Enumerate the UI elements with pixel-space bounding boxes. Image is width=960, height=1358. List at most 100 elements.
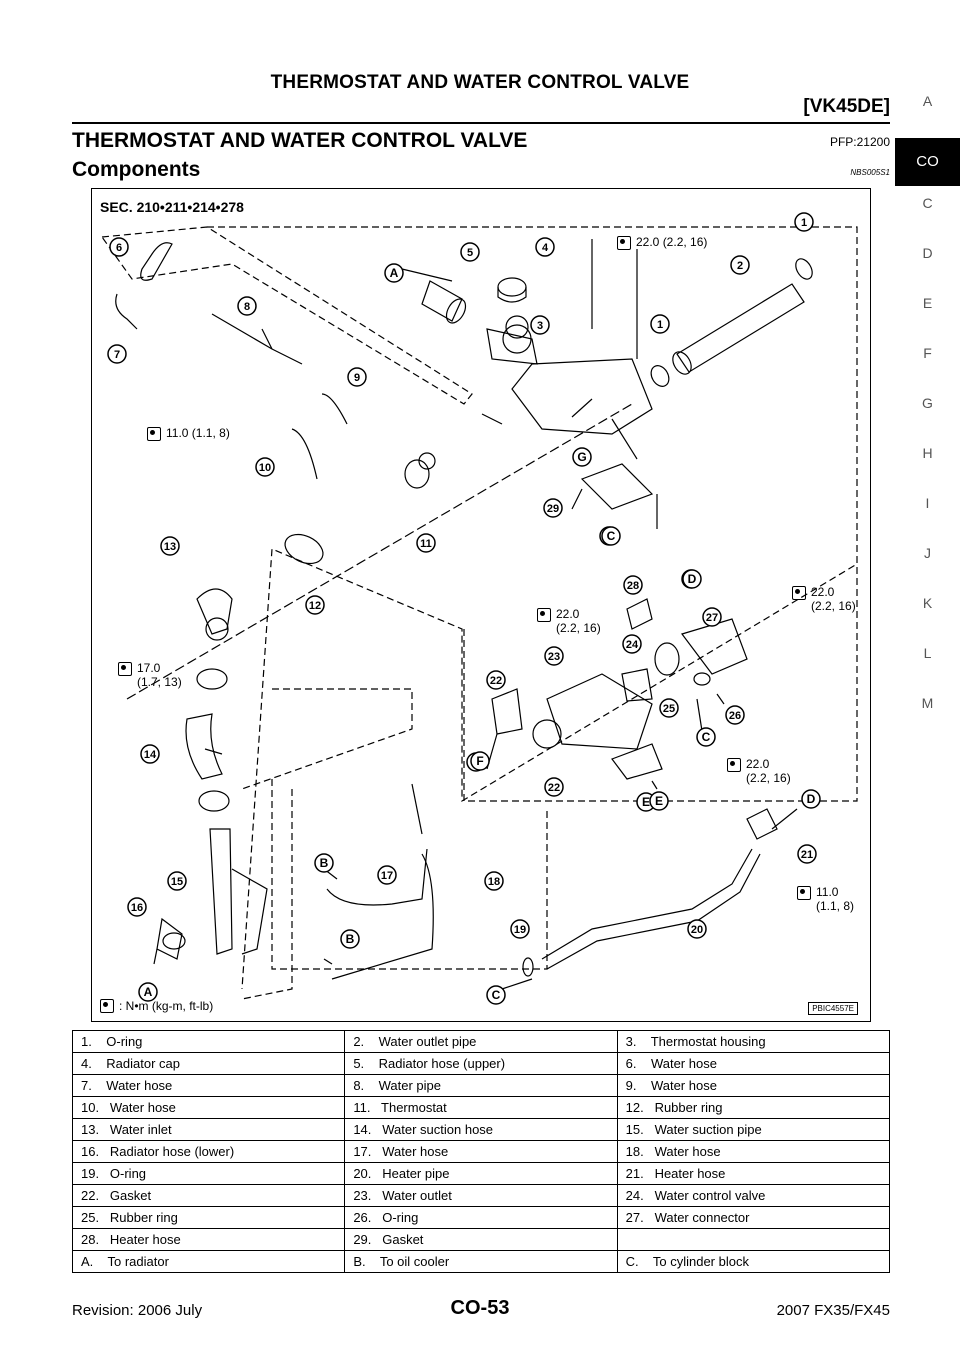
page-header-engine: [VK45DE] bbox=[803, 96, 890, 117]
torque-label-6: 22.0 (2.2, 16) bbox=[727, 757, 791, 785]
side-index-h[interactable]: H bbox=[922, 445, 933, 461]
parts-table-cell: 20. Heater pipe bbox=[344, 1162, 618, 1185]
svg-text:9: 9 bbox=[354, 372, 360, 384]
parts-table-cell: 25. Rubber ring bbox=[71, 1206, 346, 1229]
connection-letter-b: B bbox=[340, 929, 360, 949]
svg-text:2: 2 bbox=[737, 260, 743, 272]
side-index-m[interactable]: M bbox=[921, 695, 934, 711]
part-callout-20: 20 bbox=[687, 919, 707, 939]
part-callout-25: 25 bbox=[659, 698, 679, 718]
parts-table-cell: 18. Water hose bbox=[616, 1140, 891, 1163]
side-index-l[interactable]: L bbox=[923, 645, 932, 661]
svg-text:F: F bbox=[476, 754, 483, 768]
svg-text:E: E bbox=[642, 795, 650, 809]
svg-text:12: 12 bbox=[309, 600, 321, 612]
part-callout-14: 14 bbox=[140, 744, 160, 764]
parts-table-cell: 21. Heater hose bbox=[616, 1162, 891, 1185]
wrench-icon bbox=[727, 758, 741, 772]
part-callout-22: 22 bbox=[544, 777, 564, 797]
torque-label-7: 11.0 (1.1, 8) bbox=[797, 885, 854, 913]
side-index-f[interactable]: F bbox=[923, 345, 932, 361]
parts-table-cell: A. To radiator bbox=[71, 1250, 346, 1273]
part-callout-3: 3 bbox=[530, 315, 550, 335]
svg-text:A: A bbox=[390, 266, 399, 280]
exploded-diagram: 1234567891011121314151617181920212223242… bbox=[100, 212, 858, 1005]
svg-text:5: 5 bbox=[467, 247, 473, 259]
unit-legend: : N•m (kg-m, ft-lb) bbox=[100, 999, 213, 1013]
part-callout-29: 29 bbox=[543, 498, 563, 518]
torque-label-1: 22.0 (2.2, 16) bbox=[617, 235, 707, 250]
parts-table-cell bbox=[616, 1228, 891, 1251]
svg-text:D: D bbox=[807, 792, 816, 806]
svg-text:1: 1 bbox=[657, 319, 663, 331]
parts-table-cell: 14. Water suction hose bbox=[344, 1118, 618, 1141]
side-index-k[interactable]: K bbox=[922, 595, 933, 611]
svg-text:C: C bbox=[607, 529, 616, 543]
part-callout-7: 7 bbox=[107, 344, 127, 364]
side-index-c[interactable]: C bbox=[922, 195, 933, 211]
page-header-title: THERMOSTAT AND WATER CONTROL VALVE bbox=[270, 72, 690, 93]
wrench-icon bbox=[537, 608, 551, 622]
parts-table-cell: 13. Water inlet bbox=[71, 1118, 346, 1141]
svg-text:3: 3 bbox=[537, 320, 543, 332]
connection-letter-g: G bbox=[572, 447, 592, 467]
parts-table-cell: 1. O-ring bbox=[71, 1030, 346, 1053]
side-index-a[interactable]: A bbox=[922, 93, 933, 109]
connection-letter-c: C bbox=[696, 727, 716, 747]
part-callout-18: 18 bbox=[484, 871, 504, 891]
parts-table-cell: 7. Water hose bbox=[71, 1074, 346, 1097]
connection-letter-d: D bbox=[682, 569, 702, 589]
svg-text:E: E bbox=[655, 794, 663, 808]
svg-text:28: 28 bbox=[627, 580, 639, 592]
connection-letter-d: D bbox=[801, 789, 821, 809]
header-rule bbox=[72, 122, 890, 124]
svg-text:24: 24 bbox=[626, 639, 639, 651]
svg-text:22: 22 bbox=[490, 675, 502, 687]
svg-text:1: 1 bbox=[801, 217, 807, 229]
part-callout-15: 15 bbox=[167, 871, 187, 891]
torque-label-3: 22.0 (2.2, 16) bbox=[537, 607, 601, 635]
part-callout-6: 6 bbox=[109, 237, 129, 257]
part-callout-23: 23 bbox=[544, 646, 564, 666]
section-subtitle: Components bbox=[72, 158, 201, 181]
part-callout-2: 2 bbox=[730, 255, 750, 275]
side-index-i[interactable]: I bbox=[925, 495, 930, 511]
parts-table-cell: 29. Gasket bbox=[344, 1228, 618, 1251]
side-index-g[interactable]: G bbox=[922, 395, 933, 411]
parts-table-cell: 19. O-ring bbox=[71, 1162, 346, 1185]
svg-text:6: 6 bbox=[116, 242, 122, 254]
torque-label-5: 17.0 (1.7, 13) bbox=[118, 661, 182, 689]
parts-table-cell: 22. Gasket bbox=[71, 1184, 346, 1207]
parts-table-cell: 23. Water outlet bbox=[344, 1184, 618, 1207]
svg-text:25: 25 bbox=[663, 703, 675, 715]
parts-table-cell: 28. Heater hose bbox=[71, 1228, 346, 1251]
connection-letter-b: B bbox=[314, 853, 334, 873]
wrench-icon bbox=[797, 886, 811, 900]
parts-table-cell: 10. Water hose bbox=[71, 1096, 346, 1119]
figure-image-id: PBIC4557E bbox=[808, 1002, 858, 1015]
parts-table-cell: C. To cylinder block bbox=[616, 1250, 891, 1273]
pfp-code: PFP:21200 bbox=[829, 135, 890, 149]
part-callout-12: 12 bbox=[305, 595, 325, 615]
svg-text:26: 26 bbox=[729, 710, 741, 722]
side-index-e[interactable]: E bbox=[922, 295, 933, 311]
part-callout-19: 19 bbox=[510, 919, 530, 939]
part-callout-13: 13 bbox=[160, 536, 180, 556]
section-code: NBS005S1 bbox=[850, 168, 890, 177]
side-index: A CO C D E F G H I J K L M bbox=[895, 88, 960, 740]
side-index-j[interactable]: J bbox=[924, 545, 931, 561]
part-callout-1: 1 bbox=[794, 212, 814, 232]
svg-text:18: 18 bbox=[488, 876, 500, 888]
side-index-co[interactable]: CO bbox=[895, 138, 960, 186]
part-callout-8: 8 bbox=[237, 296, 257, 316]
side-index-d[interactable]: D bbox=[922, 245, 933, 261]
wrench-icon bbox=[792, 586, 806, 600]
parts-table-cell: B. To oil cooler bbox=[344, 1250, 618, 1273]
